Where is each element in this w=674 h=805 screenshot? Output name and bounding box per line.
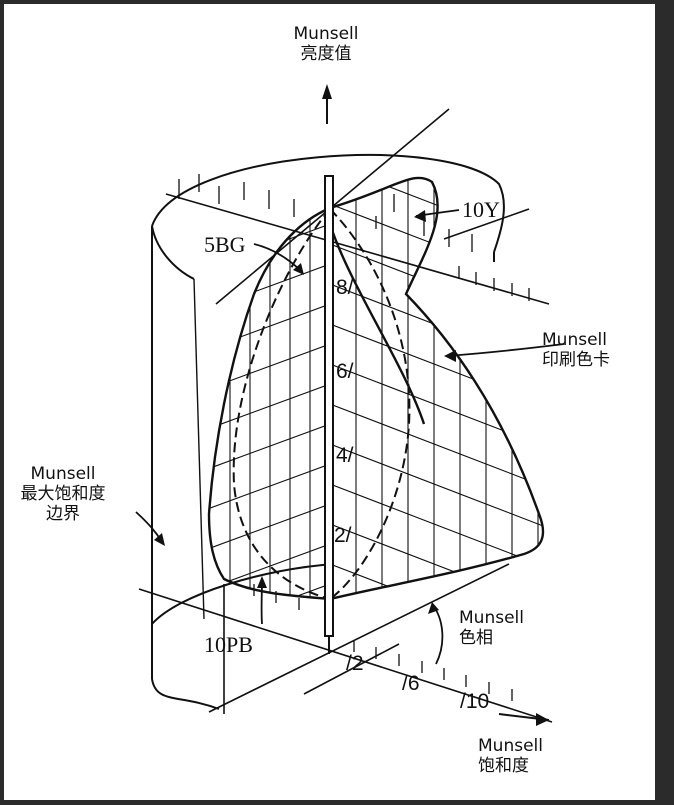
value-tick-6: 6/	[336, 360, 354, 383]
max-chroma-label-line2: 最大饱和度	[20, 484, 106, 504]
diagram-frame: Munsell 亮度值 Munsell 印刷色卡 Munsell 最大饱和度 边…	[4, 4, 655, 800]
chart-label-line1: Munsell	[542, 330, 607, 350]
hue-label-5bg: 5BG	[204, 232, 246, 257]
munsell-solid-diagram	[135, 84, 565, 726]
chart-label: Munsell 印刷色卡	[542, 330, 642, 370]
right-leaf-grid	[330, 177, 544, 599]
right-axis-ticks	[458, 266, 530, 301]
pointer-heads	[154, 210, 456, 614]
cylinder-outline	[151, 153, 505, 710]
chroma-axis-label-line2: 饱和度	[478, 756, 529, 776]
chroma-tick-10: /10	[460, 690, 490, 713]
value-axis-pole	[324, 175, 334, 654]
chroma-tick-6: /6	[402, 672, 420, 695]
value-tick-4: 4/	[336, 444, 354, 467]
max-chroma-label-line1: Munsell	[30, 464, 96, 484]
hue-label-line1: Munsell	[459, 608, 524, 628]
value-axis-label-line2: 亮度值	[300, 44, 352, 64]
value-axis-label: Munsell 亮度值	[276, 24, 376, 64]
value-tick-8: 8/	[336, 276, 354, 299]
dashed-boundary	[232, 208, 411, 600]
hue-label: Munsell 色相	[459, 608, 549, 648]
hue-label-line2: 色相	[459, 628, 493, 648]
max-chroma-label: Munsell 最大饱和度 边界	[8, 464, 118, 524]
floor-plane	[138, 563, 553, 723]
hue-label-10pb: 10PB	[204, 632, 253, 657]
chroma-axis-label-line1: Munsell	[478, 736, 543, 756]
max-chroma-label-line3: 边界	[46, 504, 80, 524]
left-leaf-grid	[209, 208, 330, 599]
chroma-tick-2: /2	[346, 652, 364, 675]
value-tick-2: 2/	[334, 524, 352, 547]
chart-label-line2: 印刷色卡	[542, 350, 610, 370]
chroma-axis-label: Munsell 饱和度	[478, 736, 568, 776]
value-arrow-head	[322, 84, 332, 99]
leaf-outlines	[207, 176, 545, 601]
chroma-arrow-head	[536, 713, 549, 726]
hue-label-10y: 10Y	[462, 197, 500, 222]
value-axis-label-line1: Munsell	[293, 24, 359, 44]
